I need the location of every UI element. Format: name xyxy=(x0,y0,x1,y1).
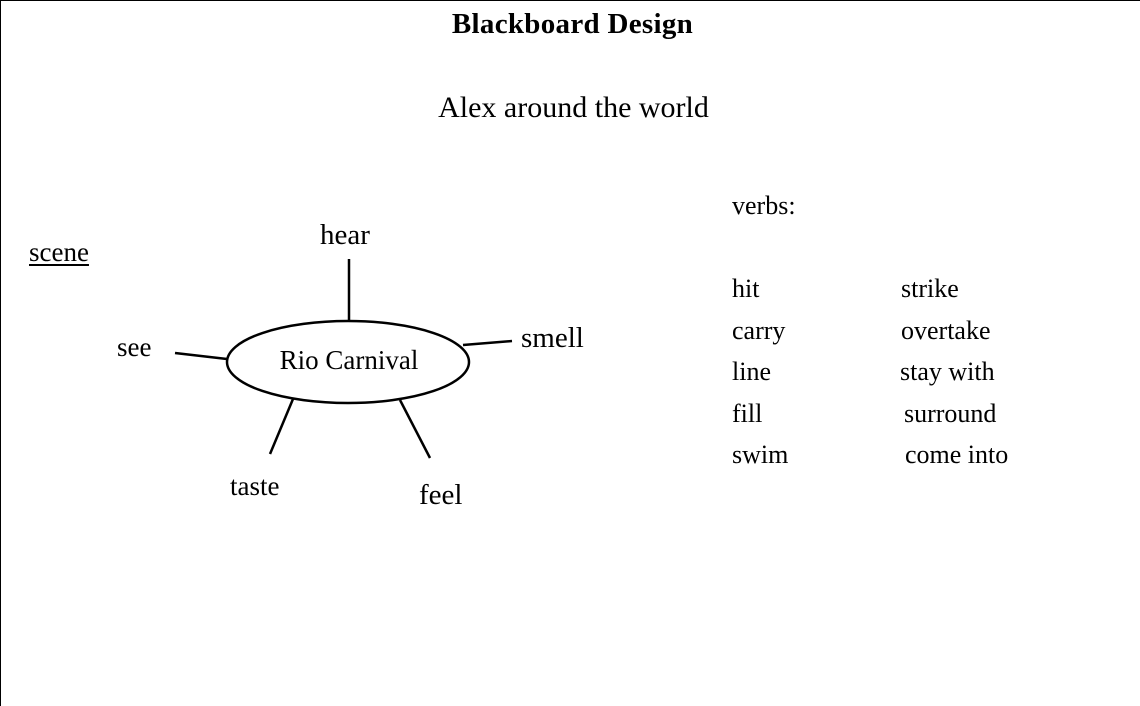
verb-right: stay with xyxy=(900,357,995,386)
verb-left: fill xyxy=(732,399,763,428)
scene-label: scene xyxy=(29,237,89,267)
verb-right: surround xyxy=(904,399,997,428)
center-label: Rio Carnival xyxy=(279,345,419,375)
connector-see xyxy=(174,351,228,361)
verb-left: line xyxy=(732,357,771,386)
sense-taste: taste xyxy=(230,471,280,501)
verb-left: hit xyxy=(732,274,760,303)
verb-right: overtake xyxy=(901,316,991,345)
verb-right: strike xyxy=(901,274,959,303)
sense-see: see xyxy=(117,332,152,362)
verbs-heading: verbs: xyxy=(732,191,796,220)
connector-taste xyxy=(268,398,295,455)
connector-feel xyxy=(398,399,432,459)
verb-left: swim xyxy=(732,440,789,469)
sense-smell: smell xyxy=(521,322,584,354)
verb-left: carry xyxy=(732,316,786,345)
page-title: Blackboard Design xyxy=(451,8,694,40)
verb-right: come into xyxy=(905,440,1009,469)
sense-feel: feel xyxy=(419,479,463,511)
page-subtitle: Alex around the world xyxy=(438,91,709,124)
connector-smell xyxy=(462,339,513,347)
sense-hear: hear xyxy=(320,219,370,251)
